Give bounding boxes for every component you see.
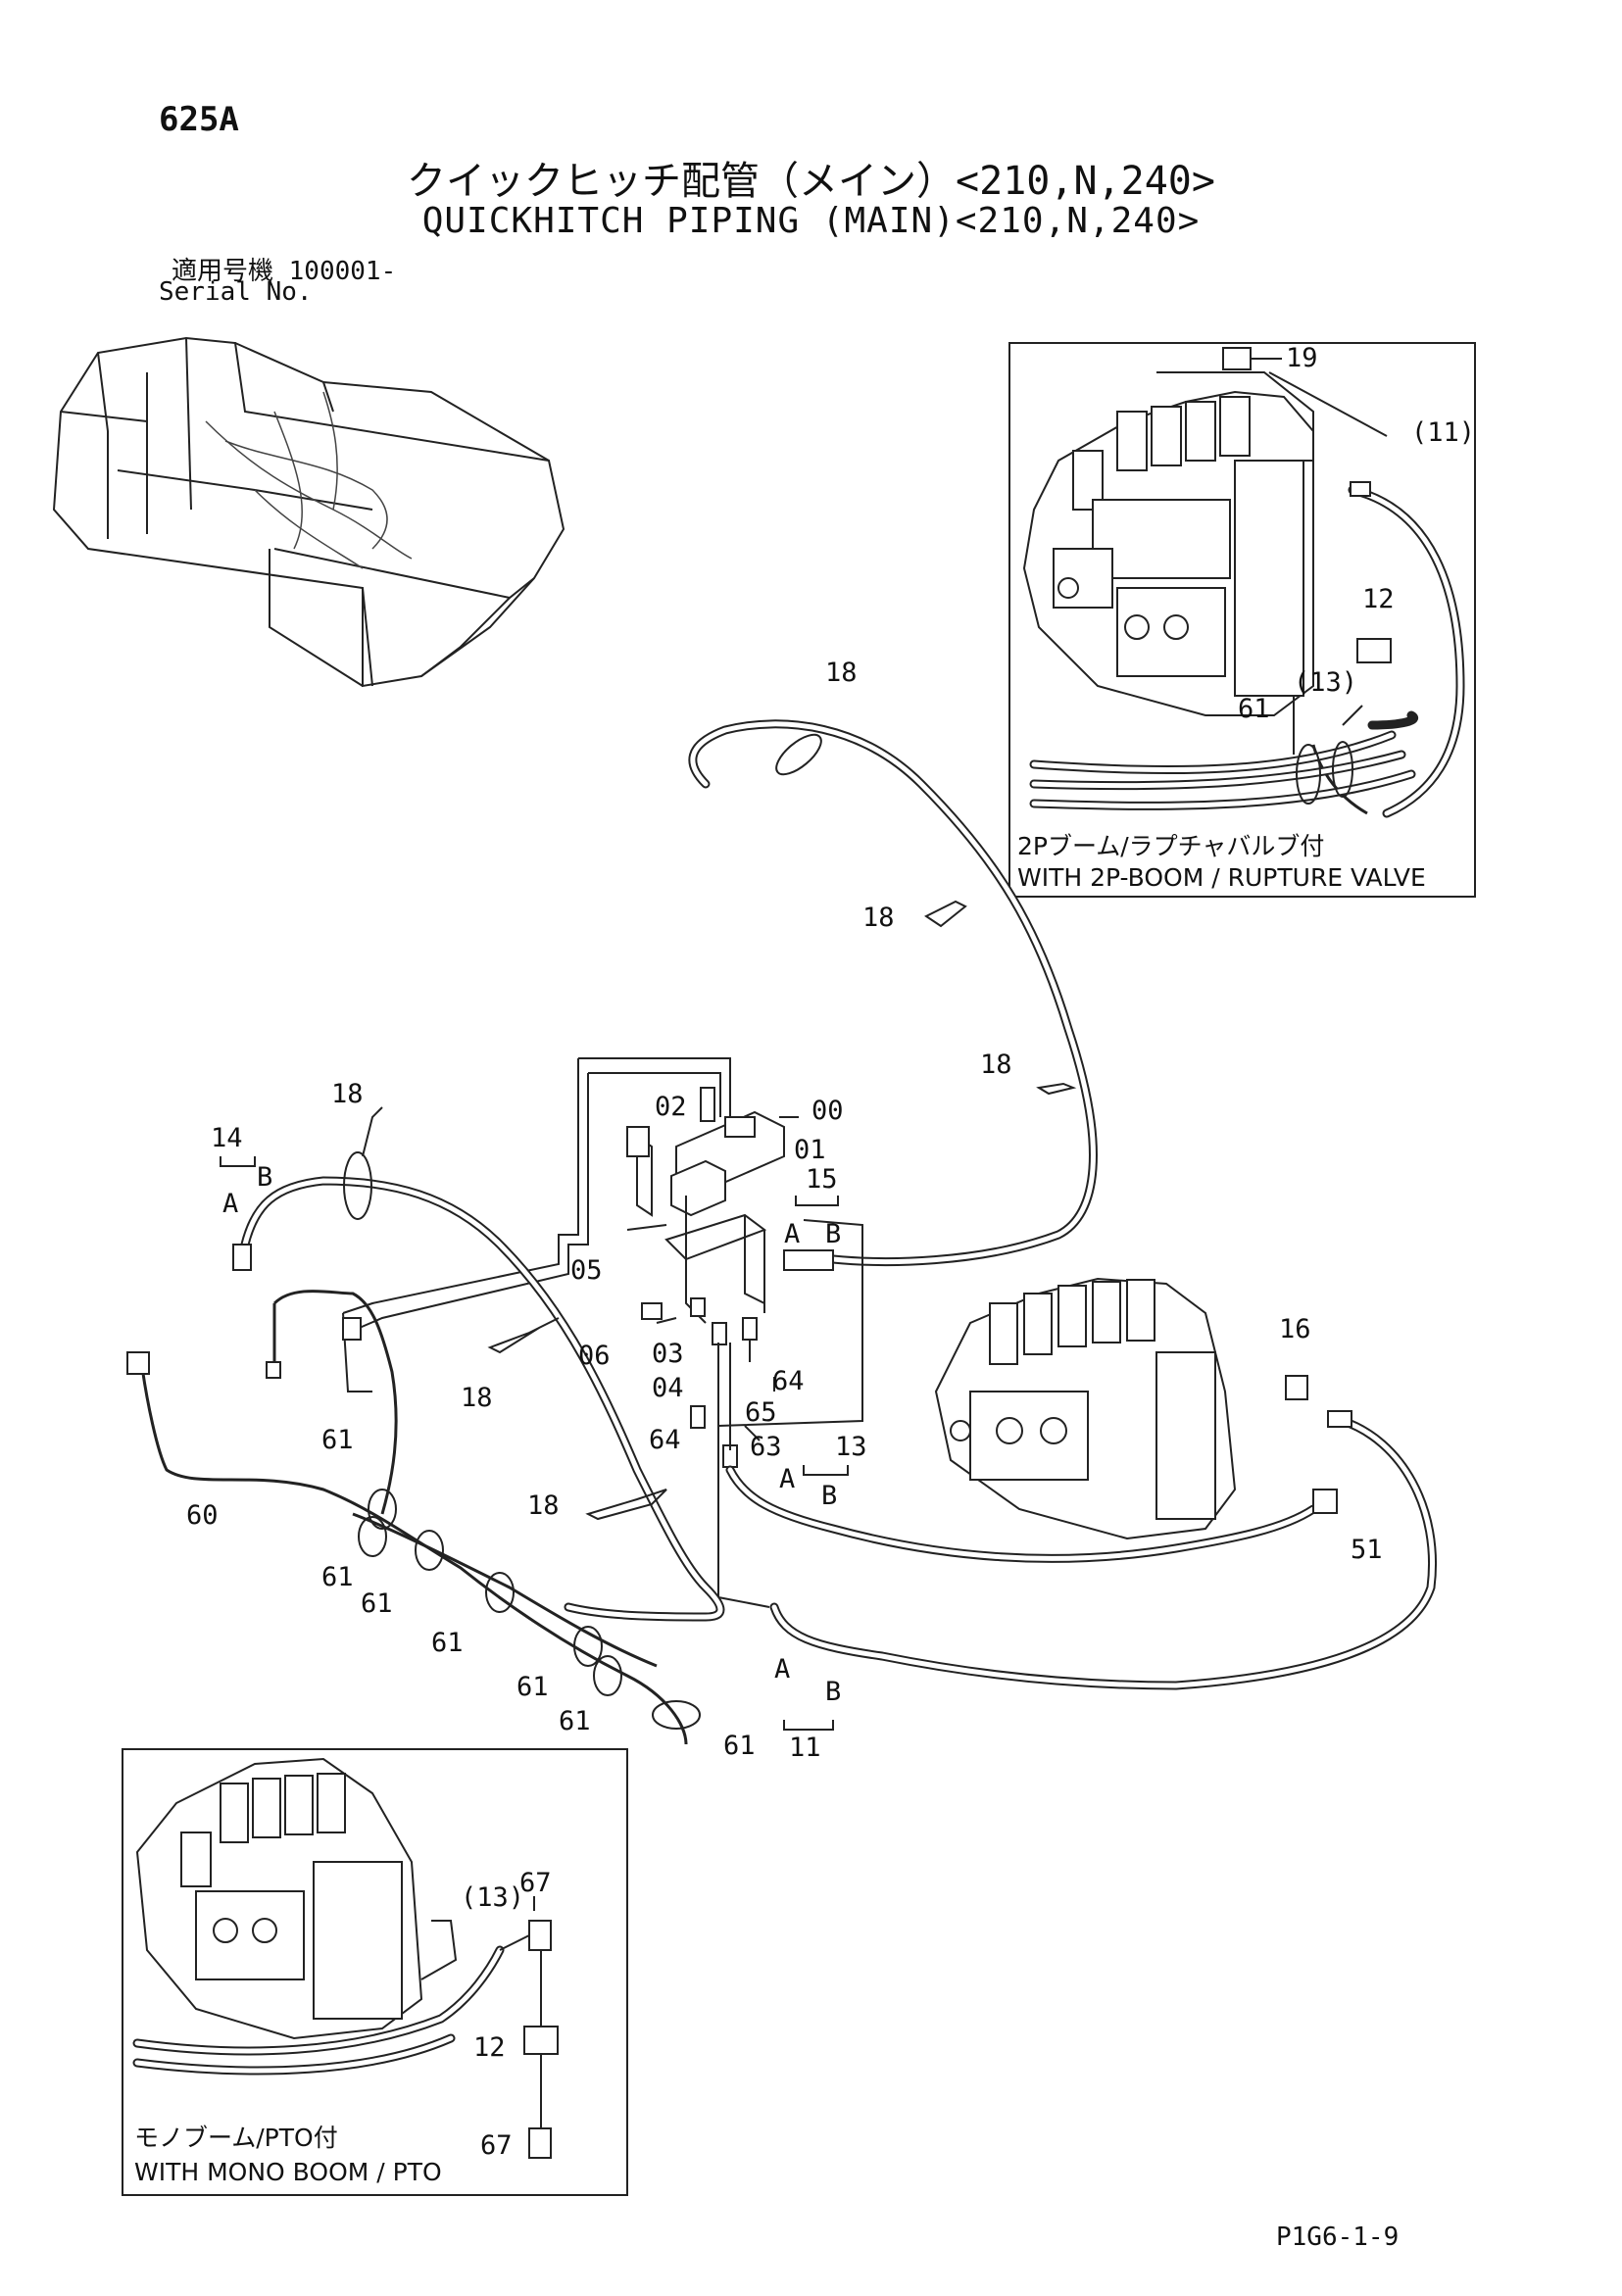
callout-16: 16: [1279, 1314, 1311, 1344]
inset-mono-caption-jp: モノブーム/PTO付: [134, 2124, 338, 2152]
callout-00: 00: [811, 1096, 844, 1126]
callout-61-1: 61: [321, 1425, 354, 1455]
inset-rupture-caption-jp: 2Pブーム/ラプチャバルブ付: [1017, 832, 1324, 860]
callout-18-mid: 18: [862, 903, 895, 933]
callout-61-3: 61: [361, 1588, 393, 1619]
inset-mono-frame: [122, 1748, 628, 2196]
inset-callout-12: 12: [1362, 584, 1395, 614]
inset-rupture-caption-en: WITH 2P-BOOM / RUPTURE VALVE: [1017, 863, 1426, 892]
inset-callout-13-mono: (13): [461, 1882, 524, 1913]
bracket-14: [220, 1156, 256, 1167]
fitting-19-icon: [1222, 347, 1252, 370]
callout-13: 13: [835, 1432, 867, 1462]
callout-18-center: 18: [461, 1383, 493, 1413]
callout-61-2: 61: [321, 1562, 354, 1592]
inset-callout-13: (13): [1294, 667, 1357, 698]
sheet-code: P1G6-1-9: [1276, 2223, 1400, 2252]
serial-label-japanese: 適用号機 100001-: [172, 257, 397, 286]
callout-18-right: 18: [980, 1050, 1012, 1080]
mounting-plate-05-icon: [664, 1213, 767, 1261]
callout-60: 60: [186, 1500, 219, 1531]
callout-03: 03: [652, 1339, 684, 1369]
bolt-06-icon: [641, 1302, 663, 1320]
fitting-65-icon: [712, 1322, 727, 1345]
callout-11-a: A: [774, 1654, 790, 1685]
fitting-14-end-icon: [232, 1244, 252, 1271]
fitting-51-icon: [1312, 1489, 1338, 1514]
main-callouts: 18 18 18 18 18 18 14 A B 00 01 02 15 A B…: [186, 658, 1383, 1763]
bracket-15: [795, 1196, 839, 1206]
main-piping: [126, 719, 1437, 1745]
solenoid-valve-00-icon: [626, 1087, 785, 1217]
callout-04: 04: [652, 1373, 684, 1403]
excavator-overview-illustration: [52, 336, 565, 688]
elbow-67b-icon: [528, 2127, 552, 2159]
fitting-03-icon: [690, 1297, 706, 1317]
callout-11-b: B: [825, 1677, 841, 1707]
elbow-67-icon: [528, 1920, 552, 1951]
callout-05: 05: [570, 1255, 603, 1286]
connector-60-icon: [126, 1351, 150, 1375]
callout-18-low: 18: [527, 1490, 560, 1521]
serial-label-english: Serial No.: [159, 277, 313, 307]
control-valve-main-icon: [934, 1277, 1237, 1540]
callout-63: 63: [750, 1432, 782, 1462]
fitting-16-icon: [1285, 1375, 1308, 1400]
callout-64-right: 64: [772, 1366, 805, 1396]
callout-15-b: B: [825, 1219, 841, 1249]
inset-callout-11: (11): [1411, 417, 1475, 448]
callout-13-b: B: [821, 1481, 837, 1511]
callout-06: 06: [578, 1341, 611, 1371]
callout-65: 65: [745, 1397, 777, 1428]
bracket-11: [783, 1720, 834, 1731]
fitting-64-icon: [742, 1317, 758, 1341]
callout-61-6: 61: [559, 1706, 591, 1736]
callout-61-7: 61: [723, 1731, 756, 1761]
callout-14-a: A: [222, 1189, 238, 1219]
callout-51: 51: [1351, 1535, 1383, 1565]
page-code: 625A: [159, 100, 239, 139]
callout-13-a: A: [779, 1464, 795, 1494]
inset-rupture-valve: 19 (11) 12 (13) 61 2Pブーム/ラプチャバルブ付 WITH 2…: [1008, 342, 1476, 898]
callout-64-left: 64: [649, 1425, 681, 1455]
inset-callout-61: 61: [1238, 694, 1270, 724]
callout-11: 11: [789, 1733, 821, 1763]
inset-callout-12-mono: 12: [473, 2032, 506, 2063]
callout-18-left: 18: [331, 1079, 364, 1109]
callout-02: 02: [655, 1092, 687, 1122]
callout-14-b: B: [257, 1162, 272, 1193]
fitting-64b-icon: [690, 1405, 706, 1429]
title-japanese: クイックヒッチ配管（メイン）<210,N,240>: [407, 159, 1215, 204]
inset-mono-caption-en: WITH MONO BOOM / PTO: [134, 2158, 442, 2186]
callout-14: 14: [211, 1123, 243, 1153]
callout-18-top: 18: [825, 658, 858, 688]
bracket-13: [803, 1465, 849, 1476]
callout-15: 15: [806, 1164, 838, 1195]
callout-01: 01: [794, 1135, 826, 1165]
valve-12-mono-icon: [523, 2026, 559, 2055]
inset-callout-67-top: 67: [519, 1868, 552, 1898]
title-english: QUICKHITCH PIPING (MAIN)<210,N,240>: [421, 201, 1201, 241]
inset-callout-67-bottom: 67: [480, 2130, 513, 2161]
valve-12-icon: [1356, 638, 1392, 663]
callout-61-5: 61: [516, 1672, 549, 1702]
inset-callout-19: 19: [1286, 343, 1318, 373]
callout-15-a: A: [784, 1219, 800, 1249]
inset-rupture-frame: [1008, 342, 1476, 898]
callout-61-4: 61: [431, 1628, 464, 1658]
inset-mono-boom: 67 (13) 12 67 モノブーム/PTO付 WITH MONO BOOM …: [122, 1748, 628, 2196]
